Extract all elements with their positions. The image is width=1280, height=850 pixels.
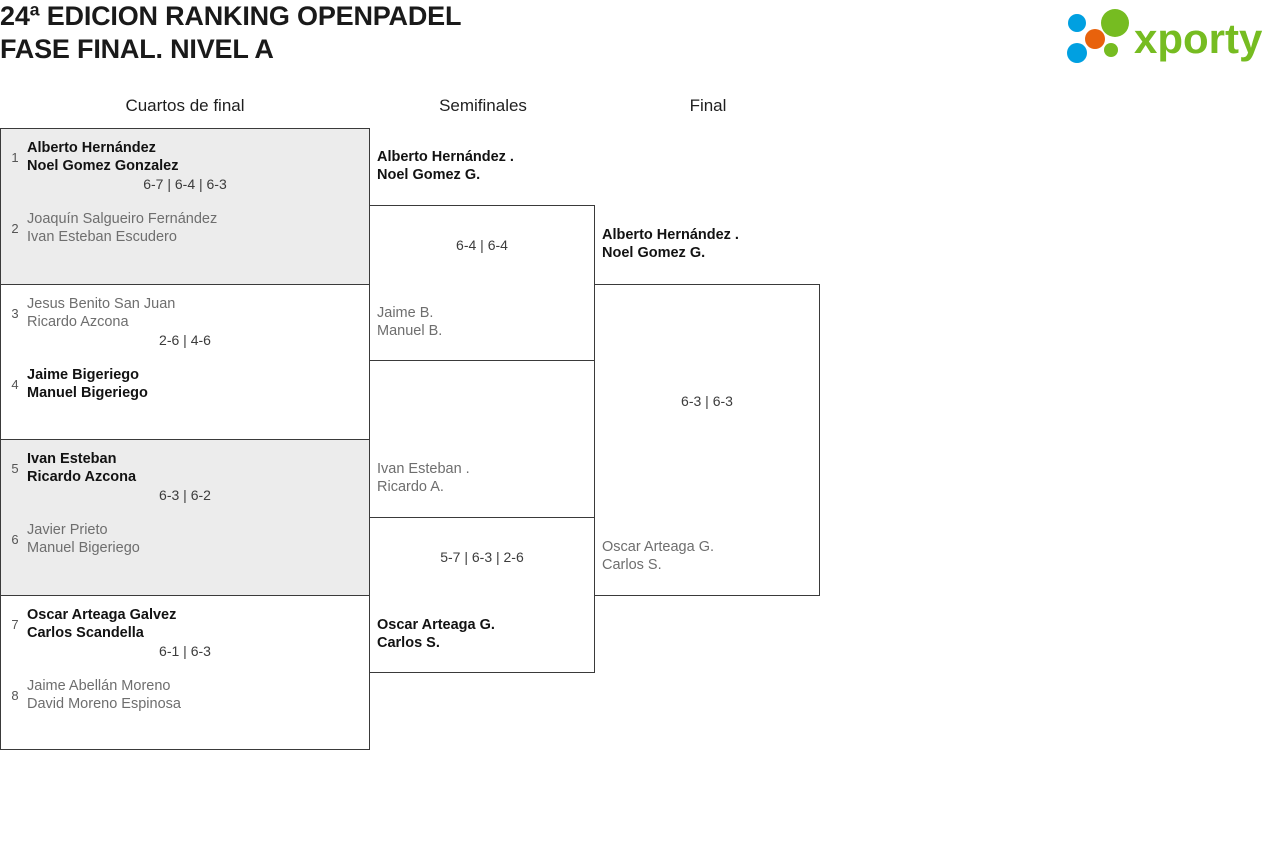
xporty-logo-svg: xporty (1067, 9, 1263, 63)
player-name: Jaime Bigeriego (27, 366, 140, 383)
match-score: 6-4 | 6-4 (456, 237, 508, 253)
seed-number: 4 (11, 376, 19, 392)
player-name: Ricardo A. (377, 479, 444, 495)
player-name: Ivan Esteban (27, 451, 117, 467)
seed-number: 3 (11, 305, 19, 321)
player-name: Carlos S. (377, 635, 440, 651)
seed-number: 5 (11, 461, 19, 476)
page-title: 24ª EDICION RANKING OPENPADEL FASE FINAL… (0, 0, 900, 66)
player-name: Jaime Abellán Moreno (27, 677, 171, 694)
seed-number: 7 (11, 616, 19, 632)
quarterfinal-match-3[interactable]: 5 Ivan Esteban Ricardo Azcona 6-3 | 6-2 … (1, 440, 369, 596)
team-entry: Ivan Esteban Ricardo Azcona (27, 450, 357, 486)
player-name: Ricardo Azcona (27, 313, 129, 330)
team-entry: Oscar Arteaga G. Carlos S. (377, 616, 597, 652)
column-header-final: Final (689, 96, 727, 115)
player-name: Oscar Arteaga Galvez (27, 606, 177, 623)
match-score: 6-1 | 6-3 (159, 642, 211, 659)
player-name: Javier Prieto (27, 522, 108, 538)
team-entry: Oscar Arteaga Galvez Carlos Scandella (27, 606, 357, 642)
team-entry: Joaquín Salgueiro Fernández Ivan Esteban… (27, 210, 357, 246)
team-entry: Jesus Benito San Juan Ricardo Azcona (27, 295, 357, 331)
column-header-semifinals: Semifinales (439, 96, 527, 115)
logo-dot-blue-top (1068, 14, 1086, 32)
final-match[interactable]: 6-3 | 6-3 (594, 284, 820, 596)
player-name: Noel Gomez G. (377, 167, 481, 183)
seed-number: 2 (11, 221, 19, 236)
team-entry: Jaime Bigeriego Manuel Bigeriego (27, 366, 357, 402)
team-entry: Javier Prieto Manuel Bigeriego (27, 521, 357, 557)
logo-dot-green-large (1101, 9, 1129, 37)
match-score: 2-6 | 4-6 (159, 331, 211, 348)
seed-number: 1 (11, 150, 19, 165)
semifinal-match-1[interactable]: 6-4 | 6-4 (369, 205, 595, 361)
player-name: Noel Gomez G. (602, 245, 706, 261)
title-line-1: 24ª EDICION RANKING OPENPADEL (0, 1, 462, 31)
player-name: Oscar Arteaga G. (377, 617, 495, 633)
player-name: Noel Gomez Gonzalez (27, 158, 179, 174)
quarterfinal-match-1[interactable]: 1 Alberto Hernández Noel Gomez Gonzalez … (1, 129, 369, 285)
player-name: David Moreno Espinosa (27, 695, 181, 712)
player-name: Joaquín Salgueiro Fernández (27, 211, 218, 227)
player-name: Alberto Hernández . (602, 227, 739, 243)
player-name: Jaime B. (377, 305, 434, 321)
column-header-quarterfinals: Cuartos de final (125, 96, 245, 115)
title-line-2: FASE FINAL. NIVEL A (0, 34, 274, 64)
match-score: 5-7 | 6-3 | 2-6 (440, 549, 524, 565)
player-name: Carlos S. (602, 557, 662, 573)
quarterfinal-match-4[interactable]: 7 Oscar Arteaga Galvez Carlos Scandella … (1, 596, 369, 752)
team-entry: Alberto Hernández Noel Gomez Gonzalez (27, 139, 357, 175)
logo-dot-blue-bottom (1067, 43, 1087, 63)
player-name: Manuel Bigeriego (27, 384, 148, 401)
player-name: Ivan Esteban Escudero (27, 229, 177, 245)
logo-wordmark: xporty (1134, 15, 1263, 62)
player-name: Carlos Scandella (27, 624, 144, 641)
xporty-logo[interactable]: xporty (1048, 6, 1274, 68)
match-score: 6-3 | 6-3 (681, 393, 733, 409)
player-name: Manuel Bigeriego (27, 540, 140, 556)
player-name: Jesus Benito San Juan (27, 295, 176, 312)
match-score: 6-3 | 6-2 (159, 487, 211, 503)
team-entry: Alberto Hernández . Noel Gomez G. (377, 148, 597, 184)
player-name: Alberto Hernández . (377, 149, 514, 165)
team-entry: Oscar Arteaga G. Carlos S. (602, 538, 822, 574)
quarterfinals-column: 1 Alberto Hernández Noel Gomez Gonzalez … (0, 128, 370, 750)
player-name: Manuel B. (377, 323, 443, 339)
team-entry: Ivan Esteban . Ricardo A. (377, 460, 597, 496)
logo-dot-orange (1085, 29, 1105, 49)
match-score: 6-7 | 6-4 | 6-3 (143, 176, 227, 192)
team-entry: Jaime Abellán Moreno David Moreno Espino… (27, 677, 357, 713)
player-name: Ivan Esteban . (377, 461, 470, 477)
player-name: Alberto Hernández (27, 140, 156, 156)
quarterfinal-match-2[interactable]: 3 Jesus Benito San Juan Ricardo Azcona 2… (1, 285, 369, 440)
seed-number: 8 (11, 687, 19, 703)
team-entry: Alberto Hernández . Noel Gomez G. (602, 226, 822, 262)
player-name: Ricardo Azcona (27, 469, 137, 485)
seed-number: 6 (11, 532, 19, 547)
logo-dot-green-small (1104, 43, 1118, 57)
team-entry: Jaime B. Manuel B. (377, 304, 597, 340)
player-name: Oscar Arteaga G. (602, 539, 715, 555)
